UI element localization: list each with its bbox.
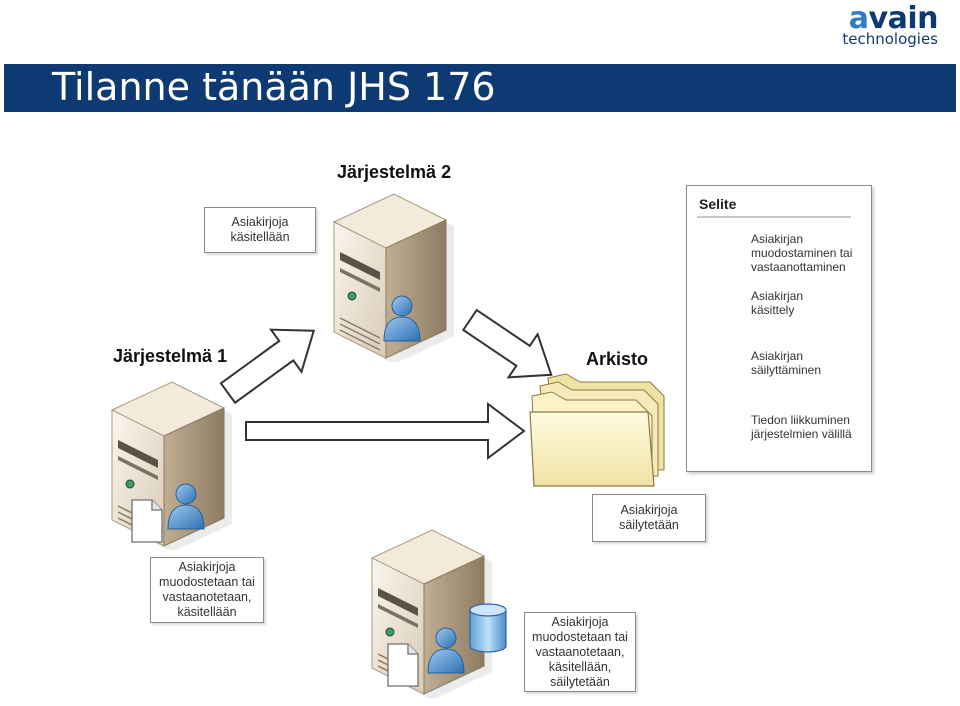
- legend-title: Selite: [699, 196, 737, 212]
- legend-item-document: Asiakirjan muodostaminen tai vastaanotta…: [751, 232, 853, 274]
- arrow-sys2-to-archive: [461, 308, 553, 379]
- note-system-1: Asiakirjoja muodostetaan tai vastaanotet…: [150, 557, 264, 623]
- title-bar: Tilanne tänään JHS 176: [4, 64, 956, 112]
- note-archive: Asiakirjoja säilytetään: [592, 494, 706, 542]
- arrow-sys1-to-sys2: [219, 328, 316, 405]
- document-icon: [131, 499, 163, 543]
- legend-panel: Selite Asiakirjan muodostaminen tai vast…: [686, 185, 872, 472]
- logo-wordmark: avain: [848, 1, 939, 36]
- legend-item-user: Asiakirjan käsittely: [751, 289, 804, 317]
- legend-item-arrow: Tiedon liikkuminen järjestelmien välillä: [751, 413, 852, 441]
- document-icon: [387, 643, 419, 687]
- company-logo: avain technologies: [842, 4, 938, 47]
- archive-label: Arkisto: [586, 349, 649, 369]
- slide-title: Tilanne tänään JHS 176: [52, 65, 496, 109]
- archive-folders-icon: [529, 373, 665, 487]
- legend-item-database: Asiakirjan säilyttäminen: [751, 349, 822, 377]
- note-system-2: Asiakirjoja käsitellään: [204, 207, 316, 253]
- arrow-sys1-to-archive: [245, 402, 526, 460]
- note-system-3: Asiakirjoja muodostetaan tai vastaanotet…: [524, 612, 636, 692]
- logo-subtitle: technologies: [842, 30, 938, 48]
- system-2-label: Järjestelmä 2: [337, 162, 452, 182]
- database-icon: [469, 603, 507, 653]
- system-1-label: Järjestelmä 1: [113, 346, 228, 366]
- legend-divider: [697, 216, 851, 218]
